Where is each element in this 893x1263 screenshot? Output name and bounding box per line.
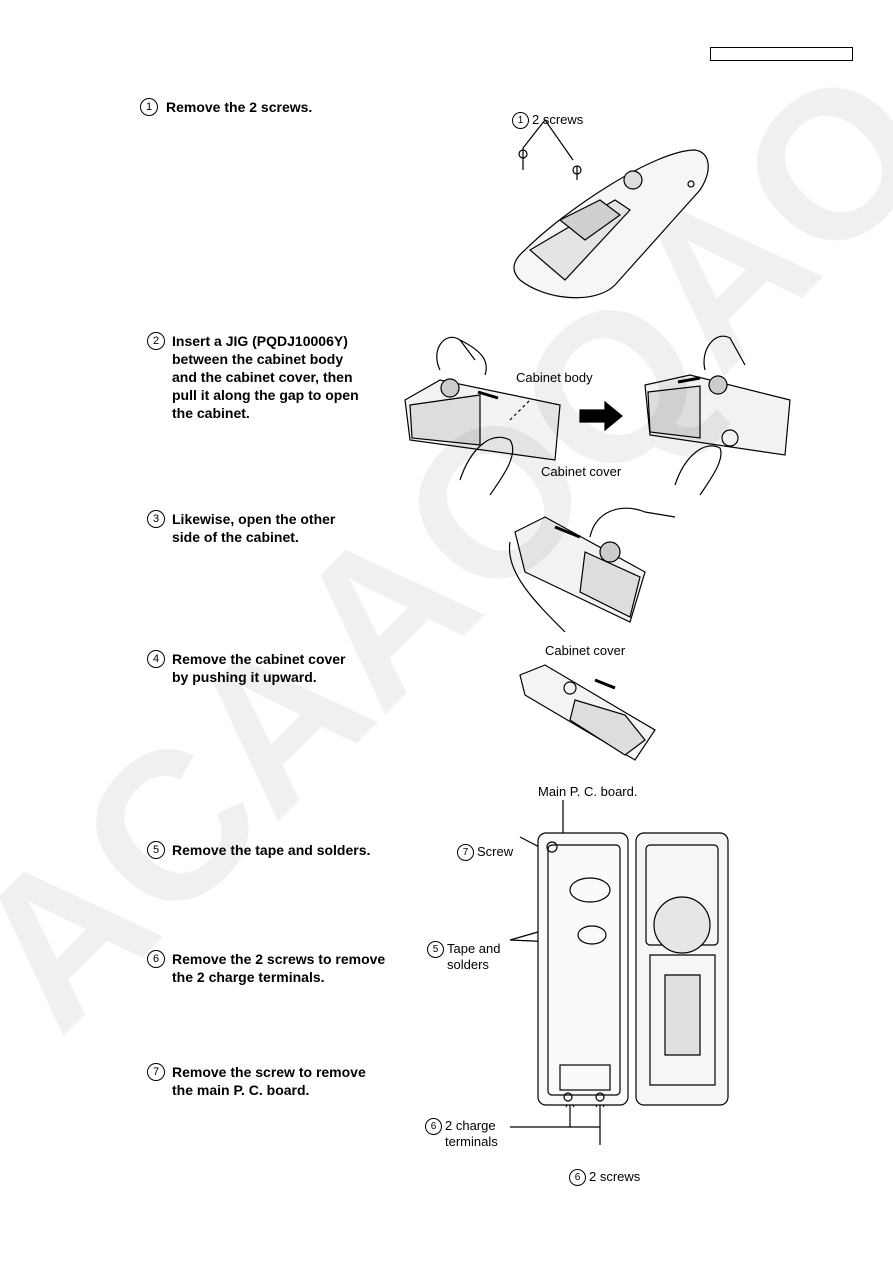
figure-main-pcb	[509, 800, 729, 1145]
step-text: Likewise, open the other side of the cab…	[172, 511, 336, 545]
figure-insert-jig	[404, 335, 791, 496]
label-cabinet-cover-2: Cabinet cover	[545, 643, 626, 658]
svg-text:ACAAOQAO: ACAAOQAO	[0, 23, 893, 1072]
step-number: 1	[140, 98, 158, 116]
step-number: 3	[147, 510, 165, 528]
step-text: Remove the tape and solders.	[172, 842, 371, 858]
step-text: Remove the 2 screws.	[166, 99, 313, 115]
step-text: Remove the 2 screws to remove the 2 char…	[172, 951, 386, 985]
step-number: 4	[147, 650, 165, 668]
label-cabinet-cover: Cabinet cover	[541, 464, 622, 479]
step-number: 5	[147, 841, 165, 859]
figure-remove-cover	[519, 664, 656, 761]
header-box	[710, 47, 853, 61]
step-text: Remove the screw to remove the main P. C…	[172, 1064, 366, 1098]
step-number: 7	[147, 1063, 165, 1081]
step-number: 2	[147, 332, 165, 350]
step-number: 6	[147, 950, 165, 968]
label-main-pcb: Main P. C. board.	[538, 784, 638, 799]
label-cabinet-body: Cabinet body	[516, 370, 593, 385]
figure-open-other-side	[508, 507, 676, 632]
step-text: Insert a JIG (PQDJ10006Y) between the ca…	[172, 333, 359, 421]
figure-remove-screws	[513, 119, 709, 299]
step-text: Remove the cabinet cover by pushing it u…	[172, 651, 346, 685]
